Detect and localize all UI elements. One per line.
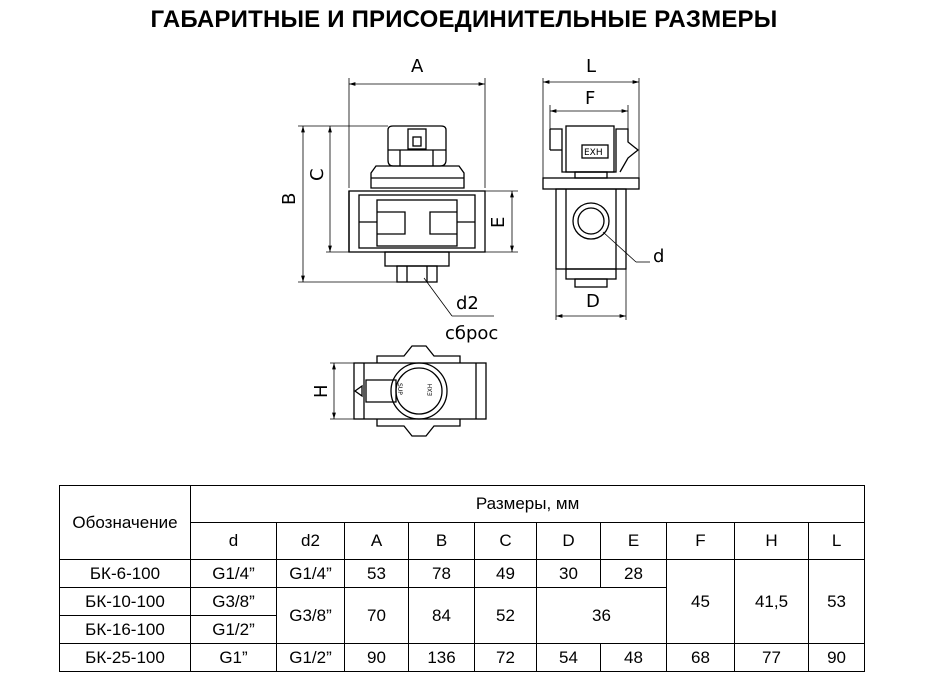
row-name: БК-16-100: [59, 615, 191, 644]
cell-d-dim: 30: [536, 559, 601, 588]
column-header: H: [734, 522, 809, 560]
table-row: БК-6-100 G1/4” G1/4” 53 78 49 30 28 45 4…: [59, 559, 866, 644]
dimension-drawing: A B C E d2 сброс EXH: [279, 56, 664, 437]
cell-d: G3/8”: [190, 587, 277, 616]
cell-l-merged: 53: [807, 559, 866, 644]
column-header: L: [807, 522, 866, 560]
page-title: ГАБАРИТНЫЕ И ПРИСОЕДИНИТЕЛЬНЫЕ РАЗМЕРЫ: [150, 6, 778, 33]
dimensions-table: Обозначение Размеры, мм d d2 A B C D E F…: [59, 485, 866, 672]
cell-c-merged: 52: [474, 587, 537, 644]
cell-f-merged: 45: [666, 559, 735, 644]
row-name: БК-25-100: [59, 643, 191, 672]
side-view: EXH L F D d: [542, 56, 664, 320]
dim-label-d-lower: d: [653, 246, 664, 267]
cell-de-merged: 36: [536, 587, 667, 644]
dim-label-a: A: [411, 56, 424, 77]
front-view: A B C E d2 сброс: [279, 56, 518, 344]
column-header: C: [474, 522, 537, 560]
row-name: БК-6-100: [59, 559, 191, 588]
cell-a: 90: [344, 643, 409, 672]
designation-header: Обозначение: [59, 485, 191, 560]
dim-label-b: B: [279, 193, 300, 205]
cell-d: G1”: [190, 643, 277, 672]
cell-h: 77: [734, 643, 809, 672]
reset-label: сброс: [445, 323, 498, 344]
exh-small-label: EXH: [427, 384, 434, 396]
column-header: F: [666, 522, 735, 560]
column-header: D: [536, 522, 601, 560]
dim-label-d2: d2: [456, 293, 479, 314]
cell-e: 28: [600, 559, 667, 588]
cell-l: 90: [807, 643, 866, 672]
table-row: БК-25-100 G1” G1/2” 90 136 72 54 48 68 7…: [59, 643, 866, 672]
cell-a: 53: [344, 559, 409, 588]
column-header: B: [408, 522, 475, 560]
column-header: E: [600, 522, 667, 560]
dim-label-c: C: [307, 168, 328, 181]
sizes-header: Размеры, мм: [189, 485, 866, 523]
cell-a-merged: 70: [344, 587, 409, 644]
cell-e: 48: [600, 643, 667, 672]
exh-label: EXH: [584, 148, 603, 158]
sup-label: SUP: [396, 383, 403, 395]
cell-d: G1/4”: [190, 559, 277, 588]
dim-label-f: F: [585, 88, 595, 109]
cell-d2-merged: G3/8”: [276, 587, 345, 644]
cell-d: G1/2”: [190, 615, 277, 644]
cell-c: 49: [474, 559, 537, 588]
column-header: A: [344, 522, 409, 560]
row-name: БК-10-100: [59, 587, 191, 616]
column-header: d: [190, 522, 277, 560]
top-view: SUP EXH H: [311, 345, 487, 437]
cell-c: 72: [474, 643, 537, 672]
dim-label-d-upper: D: [586, 291, 600, 312]
cell-b: 136: [408, 643, 475, 672]
cell-d2: G1/2”: [276, 643, 345, 672]
table-row: БК-16-100 G1/2”: [59, 615, 865, 644]
cell-b-merged: 84: [408, 587, 475, 644]
dim-label-l: L: [586, 56, 596, 77]
column-header: d2: [276, 522, 345, 560]
cell-b: 78: [408, 559, 475, 588]
dim-label-h: H: [311, 384, 332, 398]
table-row: БК-10-100 G3/8” G3/8” 70 84 52 36: [59, 587, 865, 644]
cell-d-dim: 54: [536, 643, 601, 672]
cell-d2: G1/4”: [276, 559, 345, 588]
cell-f: 68: [666, 643, 735, 672]
cell-h-merged: 41,5: [734, 559, 809, 644]
dim-label-e: E: [488, 217, 509, 228]
